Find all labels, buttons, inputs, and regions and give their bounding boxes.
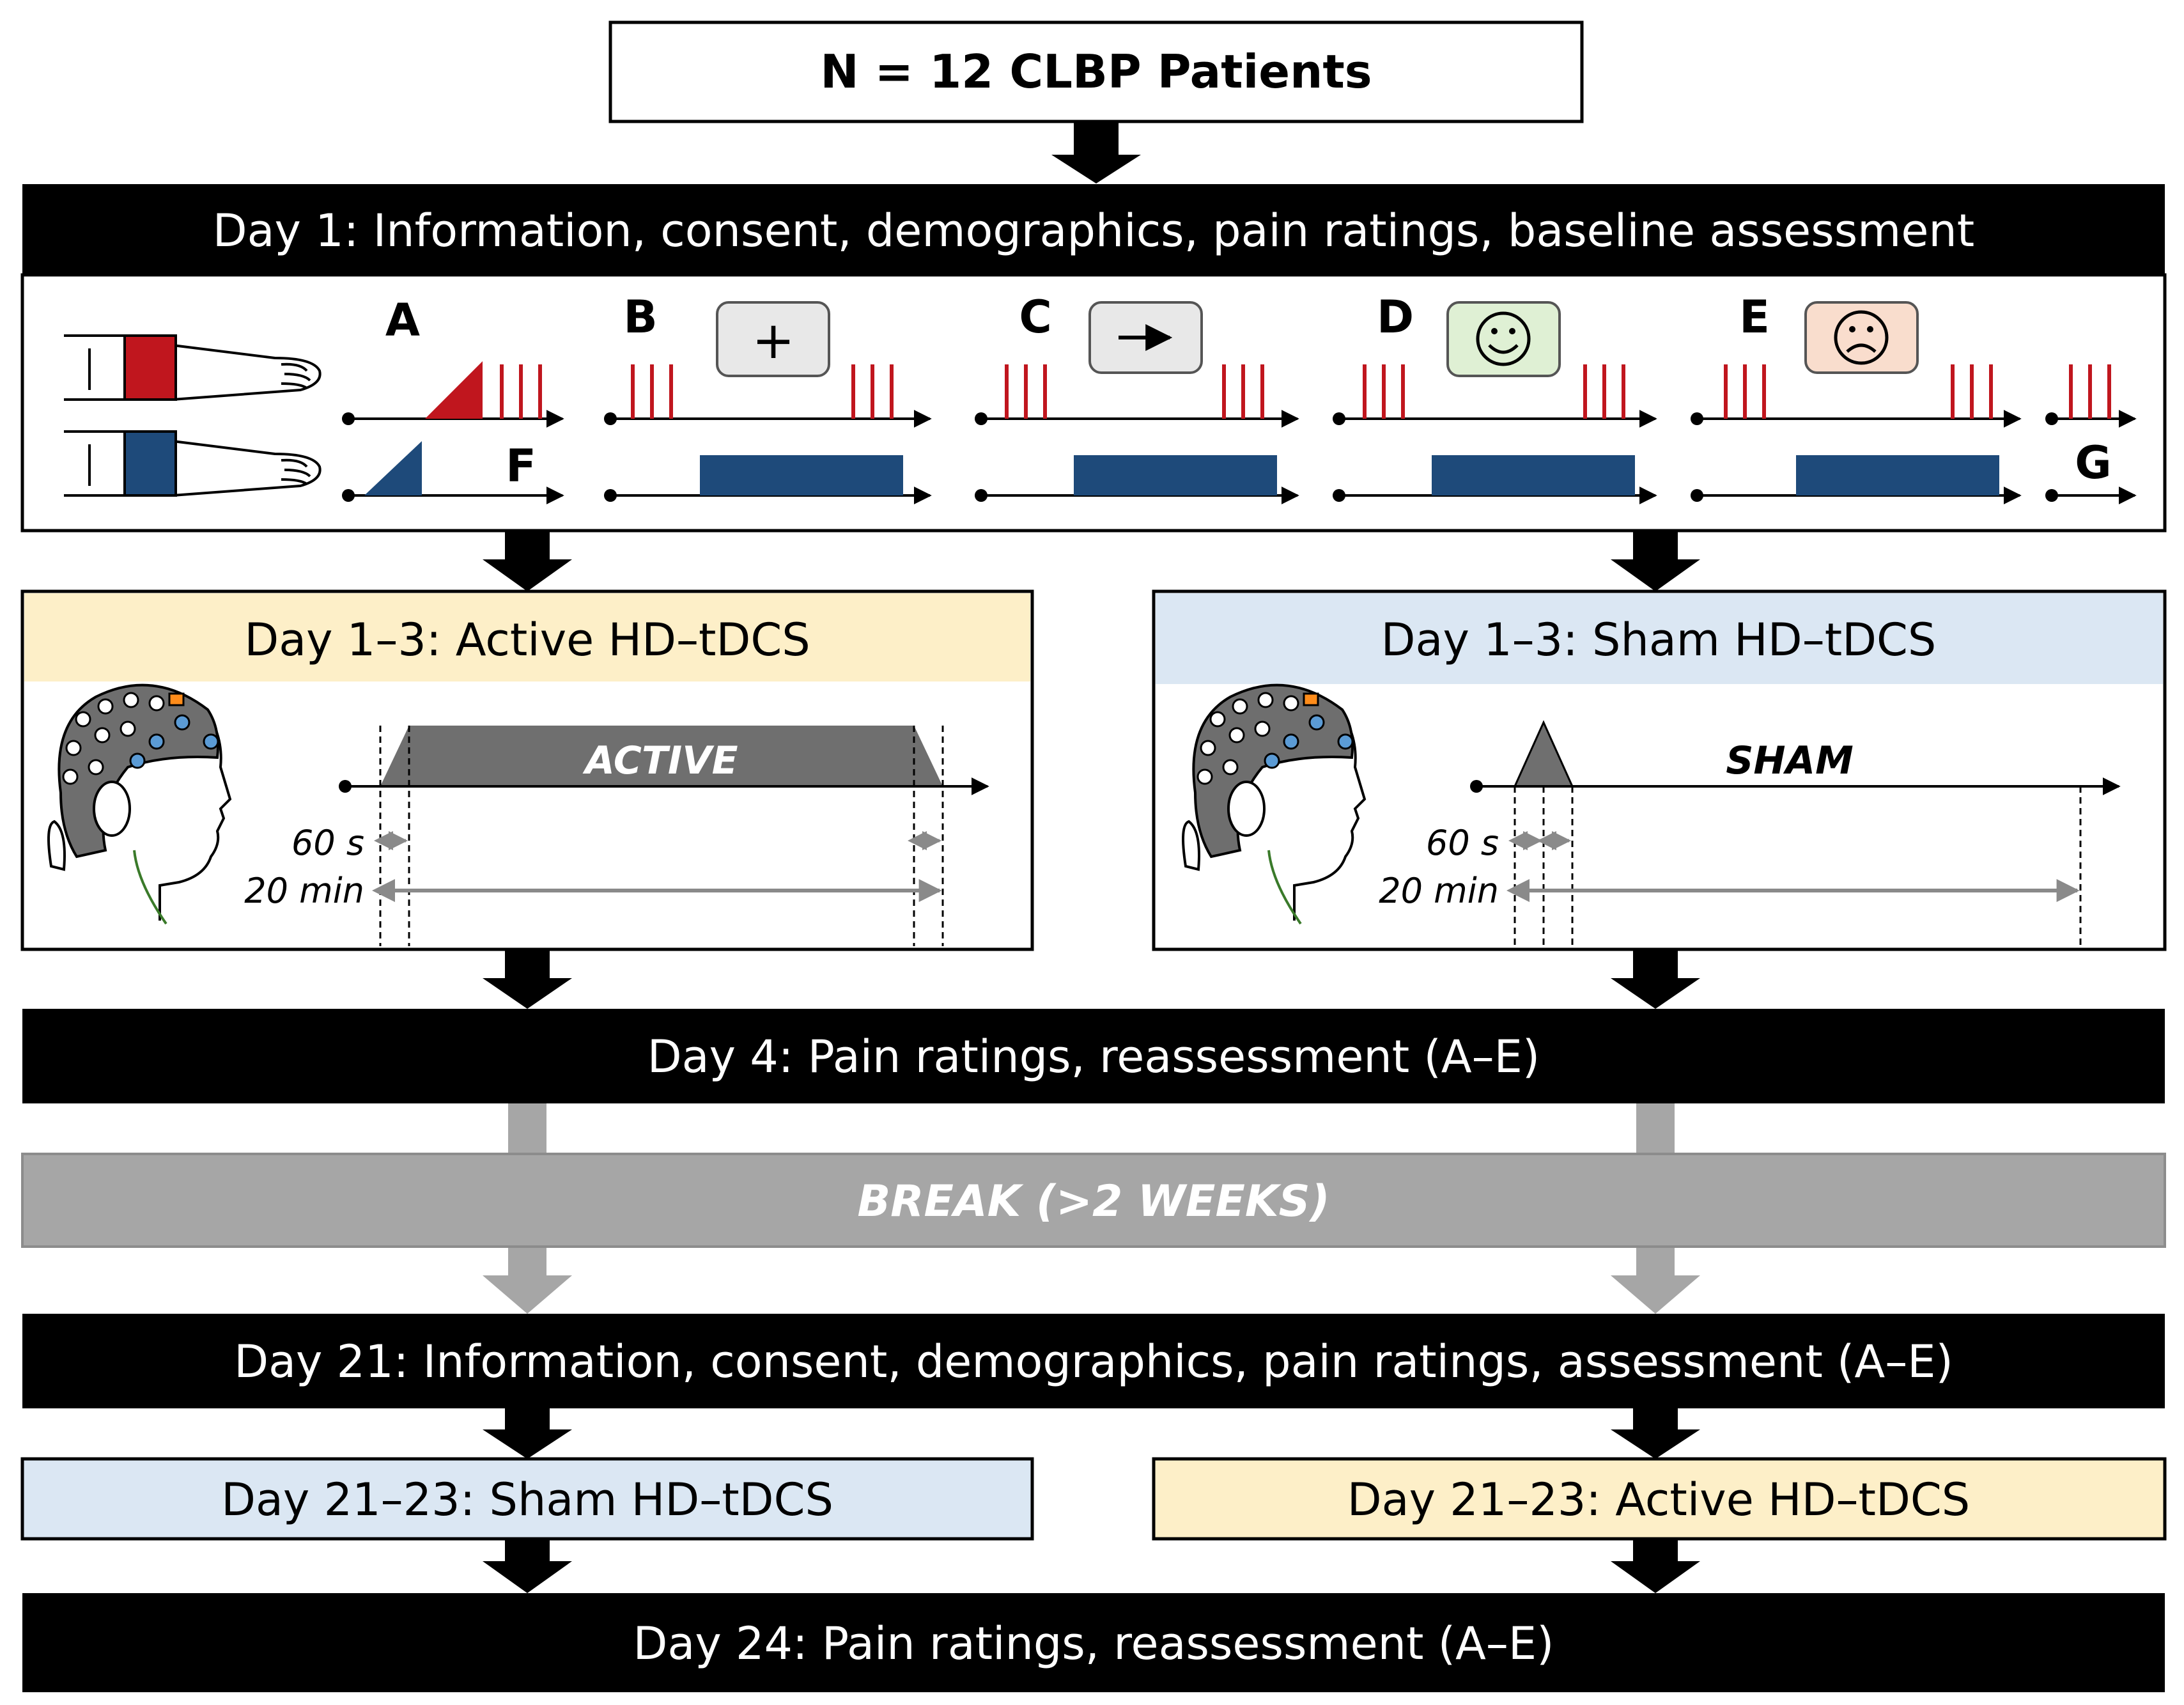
flow-arrow-left-2 xyxy=(483,951,572,1009)
frown-icon xyxy=(1804,301,1919,374)
flow-arrow-header xyxy=(1051,123,1141,183)
active-arm-title: Day 1–3: Active HD–tDCS xyxy=(244,614,810,666)
eeg-cap-head-icon xyxy=(47,683,232,925)
panel-a-timeline xyxy=(342,361,564,504)
panel-label-e: E xyxy=(1739,291,1770,343)
flow-arrow-right-1 xyxy=(1611,532,1700,591)
day21-title: Day 21: Information, consent, demographi… xyxy=(234,1335,1953,1388)
day21-active-box xyxy=(1152,1457,2167,1541)
day4-title: Day 4: Pain ratings, reassessment (A–E) xyxy=(647,1031,1540,1083)
sham-arm-title: Day 1–3: Sham HD–tDCS xyxy=(1381,614,1937,666)
day24-title: Day 24: Pain ratings, reassessment (A–E) xyxy=(633,1617,1554,1670)
panel-d-timeline xyxy=(1333,301,1657,504)
flow-arrow-right-4 xyxy=(1611,1540,1700,1593)
panel-e-timeline xyxy=(1691,301,2022,504)
active-stim-shape xyxy=(380,726,943,786)
sham-stim-label: SHAM xyxy=(1726,738,1854,783)
active-arm-block: Day 1–3: Active HD–tDCS AC xyxy=(20,589,1034,951)
legs-with-cuffs-icon xyxy=(64,334,321,497)
sham-ramp-label: 60 s xyxy=(1426,823,1499,863)
panel-label-f: F xyxy=(506,440,536,492)
panel-label-d: D xyxy=(1377,291,1414,343)
day24-bar xyxy=(22,1593,2165,1692)
smiley-icon xyxy=(1446,301,1561,377)
svg-text:+: + xyxy=(752,311,794,370)
panel-label-c: C xyxy=(1019,291,1051,343)
sham-duration-label: 20 min xyxy=(1379,871,1499,911)
day21-bar xyxy=(22,1314,2165,1408)
day1-title: Day 1: Information, consent, demographic… xyxy=(213,205,1975,257)
flow-arrow-left-1 xyxy=(483,532,572,591)
eeg-cap-head-icon xyxy=(1182,683,1367,925)
panel-b-timeline: + xyxy=(604,301,932,504)
day21-active-title: Day 21–23: Active HD–tDCS xyxy=(1347,1474,1970,1526)
sham-arm-block: Day 1–3: Sham HD–tDCS SHAM xyxy=(1152,589,2167,951)
header-box xyxy=(608,20,1584,123)
day1-bar xyxy=(22,184,2165,275)
day4-bar xyxy=(22,1009,2165,1103)
panel-label-g: G xyxy=(2075,437,2111,489)
panel-label-a: A xyxy=(385,294,420,346)
break-arrow-right xyxy=(1611,1275,1700,1314)
panel-g-timeline xyxy=(2045,364,2137,504)
active-stim-label: ACTIVE xyxy=(582,738,738,783)
panel-c-timeline xyxy=(975,301,1299,504)
flow-arrow-left-3 xyxy=(483,1408,572,1459)
active-duration-label: 20 min xyxy=(244,871,364,911)
break-label: BREAK (>2 WEEKS) xyxy=(857,1176,1329,1227)
panel-label-b: B xyxy=(623,291,657,343)
flow-arrow-right-2 xyxy=(1611,951,1700,1009)
header-title: N = 12 CLBP Patients xyxy=(820,45,1372,98)
day21-sham-title: Day 21–23: Sham HD–tDCS xyxy=(221,1474,833,1526)
break-arrow-left xyxy=(483,1275,572,1314)
active-ramp-label: 60 s xyxy=(291,823,364,863)
break-bar xyxy=(21,1153,2166,1248)
day21-sham-box xyxy=(20,1457,1034,1541)
plus-icon xyxy=(716,301,830,377)
flow-arrow-left-4 xyxy=(483,1540,572,1593)
flow-arrow-right-3 xyxy=(1611,1408,1700,1459)
